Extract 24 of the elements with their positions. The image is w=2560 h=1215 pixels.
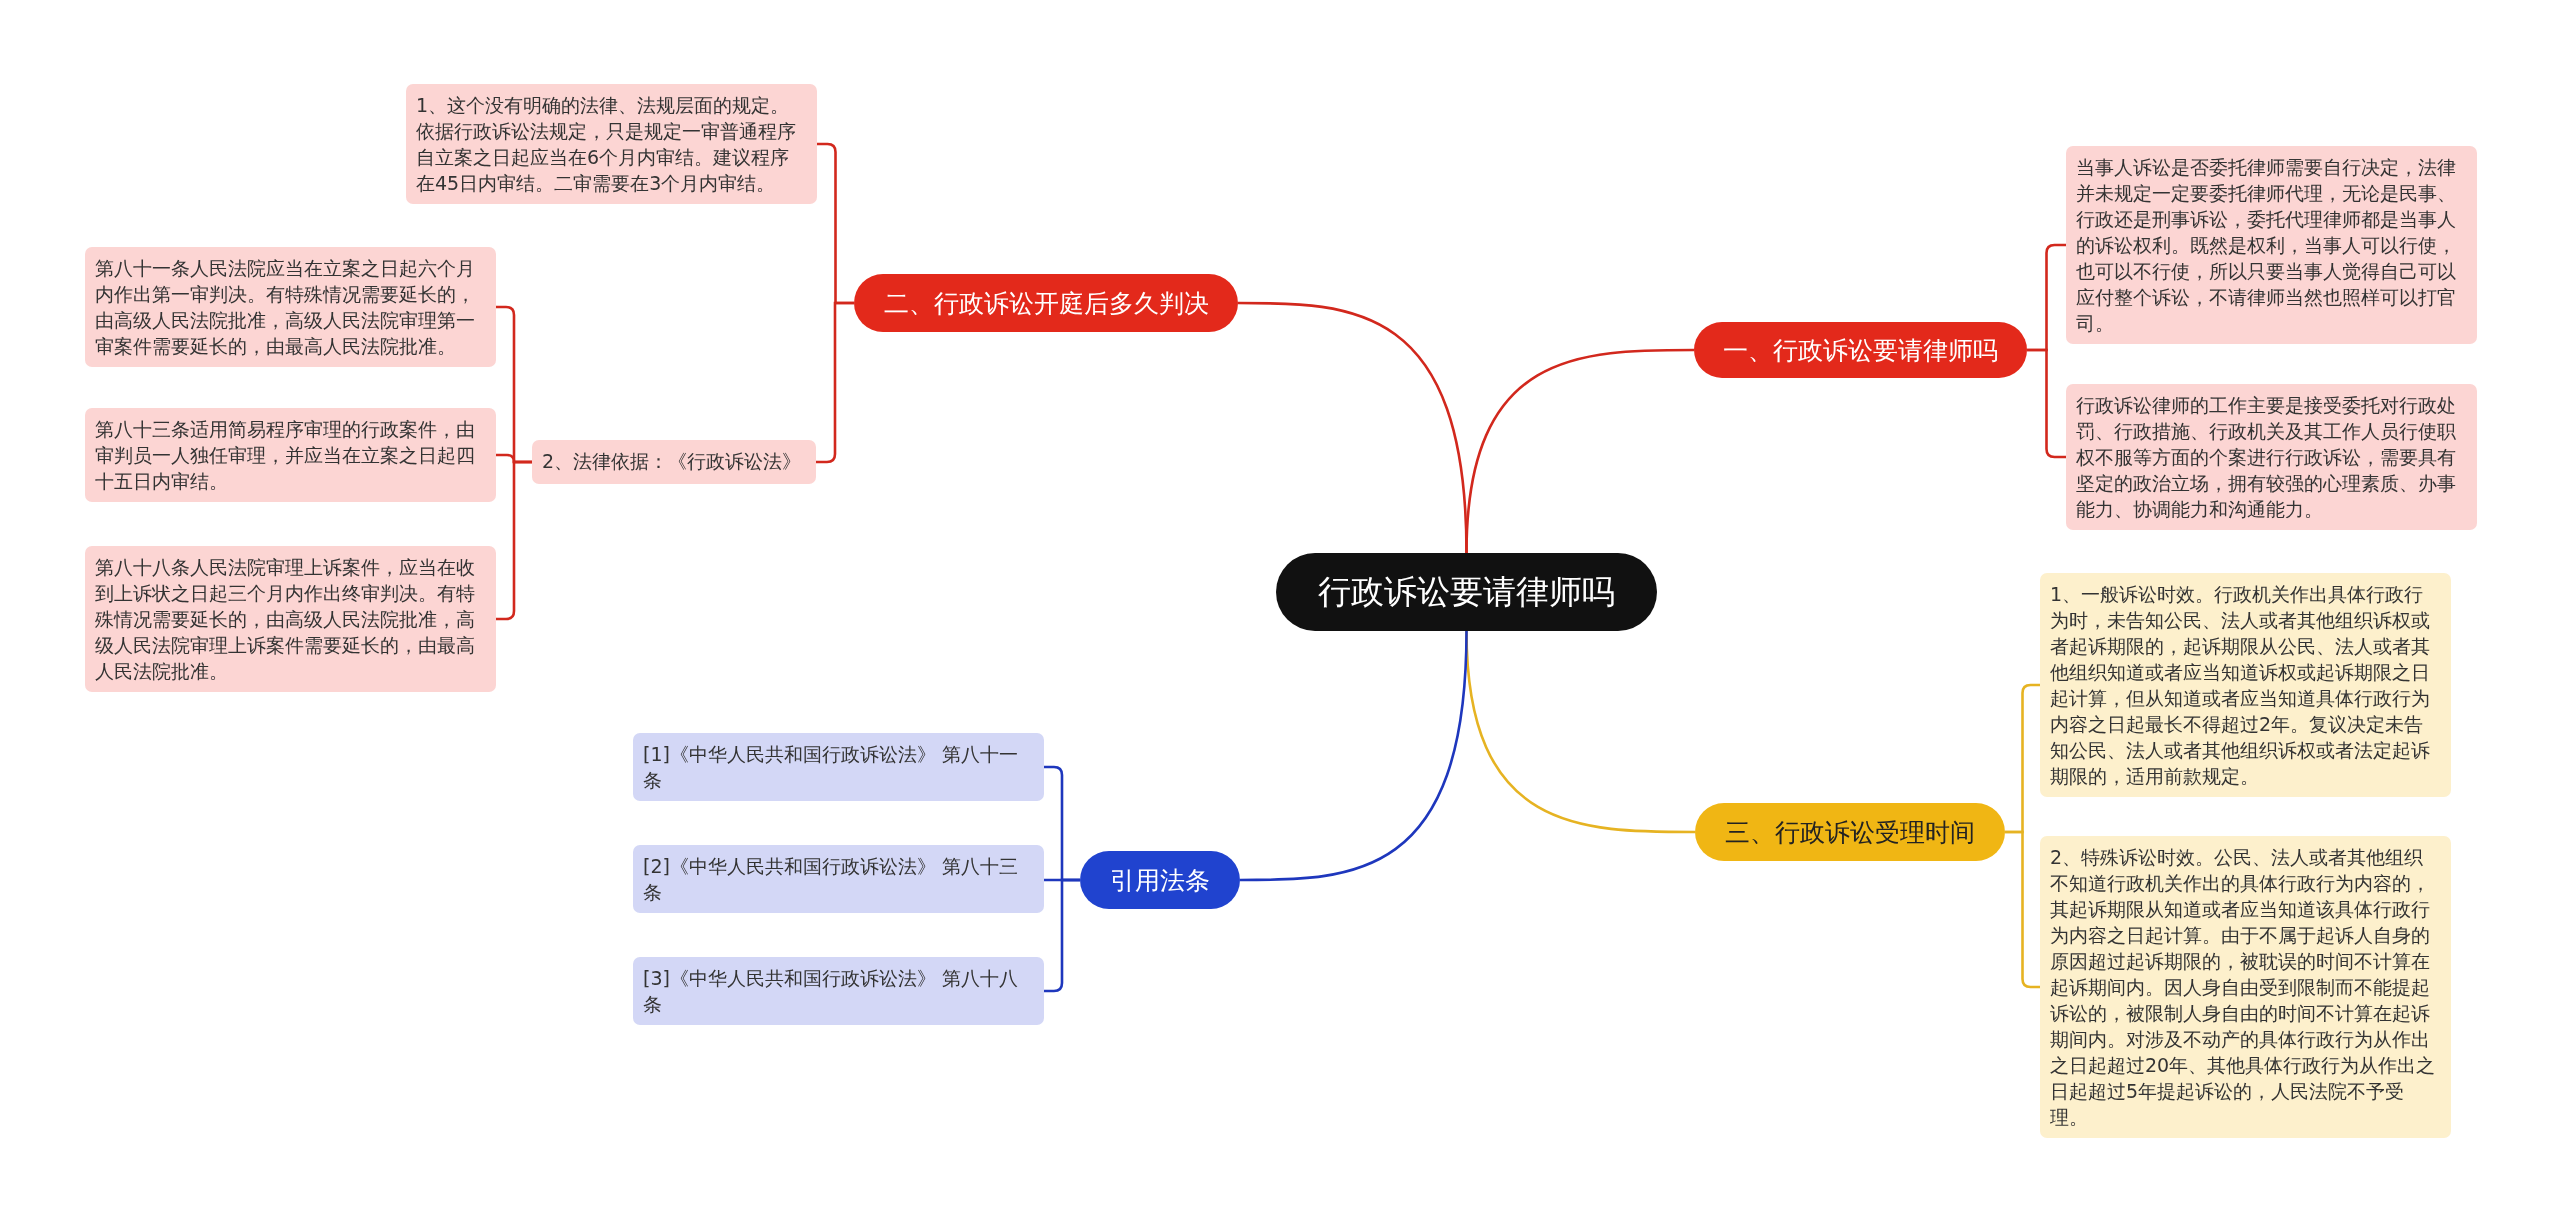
note-box: 当事人诉讼是否委托律师需要自行决定，法律并未规定一定要委托律师代理，无论是民事、行政还是刑事诉讼，委托代理律师都是当事人的诉讼权利。既然是权利，当事人可以行使，也可以不行使，所以只要当事人觉得自己可以应付整个诉讼，不请律师当然也照样可以打官司。 [2066,146,2477,344]
branch-topic: 三、行政诉讼受理时间 [1695,803,2005,861]
central-topic: 行政诉讼要请律师吗 [1276,553,1657,631]
note-box: 第八十八条人民法院审理上诉案件，应当在收到上诉状之日起三个月内作出终审判决。有特殊情况需要延长的，由高级人民法院批准，高级人民法院审理上诉案件需要延长的，由最高人民法院批准。 [85,546,496,692]
branch-topic: 二、行政诉讼开庭后多久判决 [854,274,1238,332]
note-box: 2、特殊诉讼时效。公民、法人或者其他组织不知道行政机关作出的具体行政行为内容的，其起诉期限从知道或者应当知道该具体行政行为内容之日起计算。由于不属于起诉人自身的原因超过起诉期限的，被耽误的时间不计算在起诉期间内。因人身自由受到限制而不能提起诉讼的，被限制人身自由的时间不计算在起诉期间内。对涉及不动产的具体行政行为从作出之日起超过20年、其他具体行政行为从作出之日起超过5年提起诉讼的，人民法院不予受理。 [2040,836,2451,1138]
citation-box: [2]《中华人民共和国行政诉讼法》 第八十三条 [633,845,1044,913]
citation-box: [3]《中华人民共和国行政诉讼法》 第八十八条 [633,957,1044,1025]
connector-line [1240,630,1468,882]
note-box: 第八十三条适用简易程序审理的行政案件，由审判员一人独任审理，并应当在立案之日起四十五日内审结。 [85,408,496,502]
connector-line [816,301,854,464]
note-box: 1、一般诉讼时效。行政机关作出具体行政行为时，未告知公民、法人或者其他组织诉权或者起诉期限的，起诉期限从公民、法人或者其他组织知道或者应当知道诉权或起诉期限之日起计算，但从知道或者应当知道具体行政行为内容之日起最长不得超过2年。复议决定未告知公民、法人或者其他组织诉权或者法定起诉期限的，适用前款规定。 [2040,573,2451,797]
subtopic-box: 2、法律依据：《行政诉讼法》 [532,440,816,484]
branch-topic: 引用法条 [1080,851,1240,909]
connector-line [2027,348,2066,459]
note-box: 第八十一条人民法院应当在立案之日起六个月内作出第一审判决。有特殊情况需要延长的，由高级人民法院批准，高级人民法院审理第一审案件需要延长的，由最高人民法院批准。 [85,247,496,367]
branch-topic: 一、行政诉讼要请律师吗 [1694,322,2027,378]
connector-line [2005,830,2040,989]
connector-line [496,460,532,621]
citation-box: [1]《中华人民共和国行政诉讼法》 第八十一条 [633,733,1044,801]
note-box: 1、这个没有明确的法律、法规层面的规定。依据行政诉讼法规定，只是规定一审普通程序自立案之日起应当在6个月内审结。建议程序在45日内审结。二审需要在3个月内审结。 [406,84,817,204]
connector-line [1238,301,1468,554]
note-box: 行政诉讼律师的工作主要是接受委托对行政处罚、行政措施、行政机关及其工作人员行使职权不服等方面的个案进行行政诉讼，需要具有坚定的政治立场，拥有较强的心理素质、办事能力、协调能力和沟通能力。 [2066,384,2477,530]
connector-line [1044,878,1080,993]
